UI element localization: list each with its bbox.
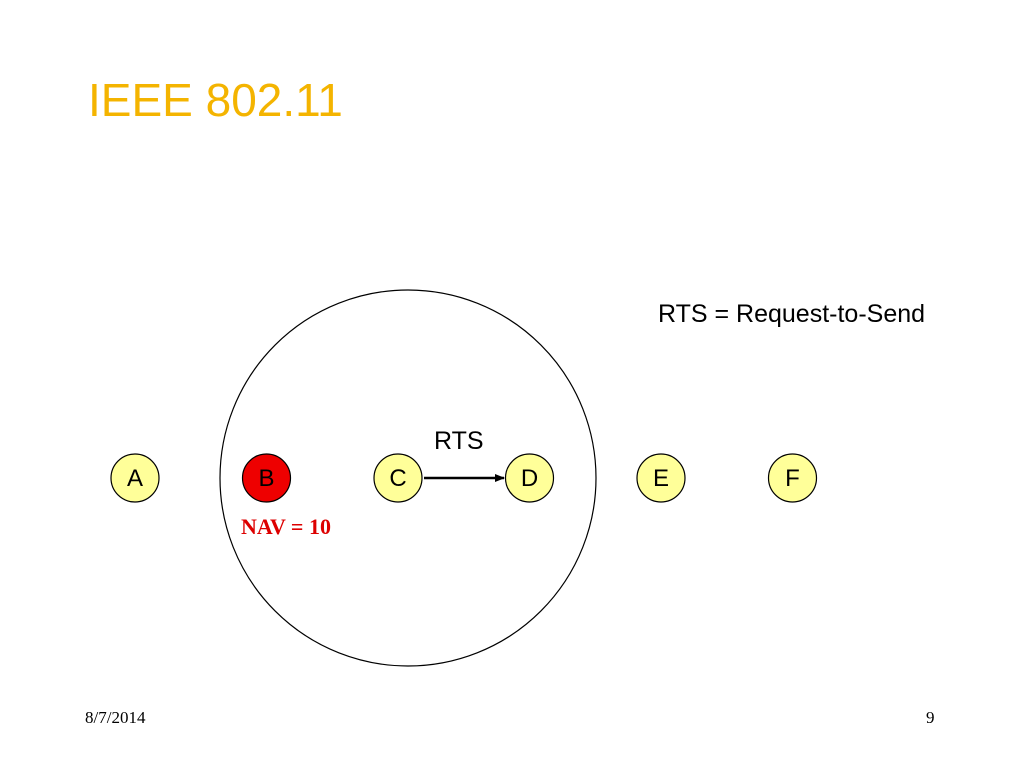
rts-definition: RTS = Request-to-Send bbox=[658, 300, 926, 328]
nodes-layer: A B C D E F bbox=[110, 453, 818, 503]
page-number: 9 bbox=[926, 708, 935, 727]
node-label: D bbox=[521, 465, 538, 492]
node-label: B bbox=[258, 465, 274, 492]
node-label: E bbox=[653, 465, 669, 492]
node-label: A bbox=[127, 465, 143, 492]
node-f: F bbox=[767, 453, 818, 503]
node-label: F bbox=[785, 465, 800, 492]
node-e: E bbox=[636, 453, 686, 503]
node-circle bbox=[241, 453, 292, 503]
node-circle bbox=[504, 453, 555, 503]
node-c: C bbox=[373, 453, 423, 503]
node-circle bbox=[110, 453, 160, 503]
node-label: C bbox=[389, 465, 406, 492]
rts-arrow-label: RTS bbox=[434, 427, 484, 455]
node-d: D bbox=[504, 453, 555, 503]
node-circle bbox=[767, 453, 818, 503]
node-circle bbox=[636, 453, 686, 503]
node-a: A bbox=[110, 453, 160, 503]
node-b: B bbox=[241, 453, 292, 503]
slide-title: IEEE 802.11 bbox=[88, 74, 343, 126]
node-circle bbox=[373, 453, 423, 503]
nav-label: NAV = 10 bbox=[241, 514, 331, 539]
footer-date: 8/7/2014 bbox=[85, 708, 146, 727]
transmission-range-circle bbox=[219, 289, 597, 667]
